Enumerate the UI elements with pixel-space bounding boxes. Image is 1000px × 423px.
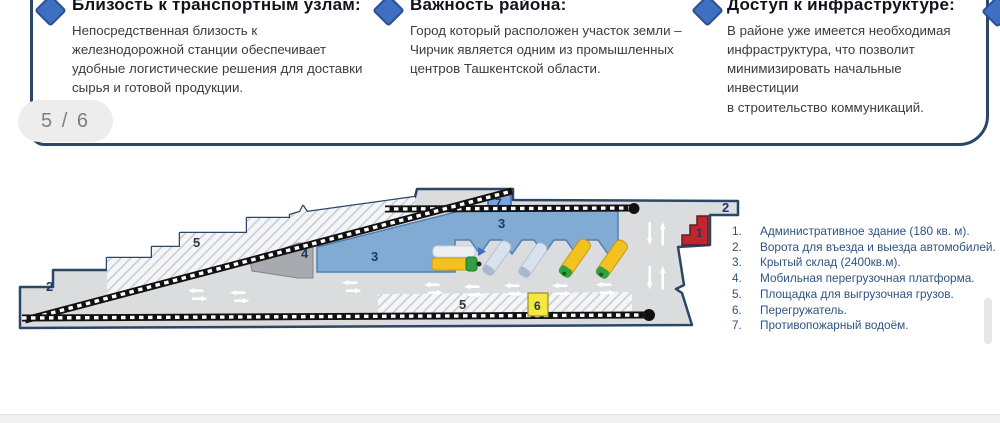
page-indicator[interactable]: 5 / 6: [18, 100, 113, 142]
scrollbar-thumb[interactable]: [984, 298, 992, 344]
truck-yellow-1: [558, 238, 591, 278]
truck-yellow-2: [595, 239, 628, 279]
legend-label: Административное здание (180 кв. м).: [760, 224, 970, 238]
legend-item: 2. Ворота для въезда и выезда автомобиле…: [732, 239, 996, 256]
feature-body: Непосредственная близость к железнодорож…: [72, 23, 363, 96]
site-plan-diagram: 2 5 4 3 3 7 5 6 2 1: [18, 187, 740, 330]
feature-title: Близость к транспортным узлам:: [72, 0, 361, 14]
features-card: [30, 0, 989, 146]
truck-light-1: [482, 240, 512, 276]
feature-transport: Близость к транспортным узлам: Непосредс…: [72, 0, 377, 98]
legend-item: 1. Административное здание (180 кв. м).: [732, 224, 994, 240]
label-admin: 1: [696, 226, 703, 240]
loader-box: [527, 292, 549, 317]
legend-item: 3. Крытый склад (2400кв.м).: [732, 255, 994, 271]
railway-diagonal: [24, 187, 513, 324]
label-platform: 4: [301, 246, 309, 261]
legend-label: Перегружатель.: [760, 302, 847, 317]
feature-body: Город который расположен участок земли –…: [410, 23, 682, 77]
legend-item: 7. Противопожарный водоём.: [732, 318, 994, 334]
label-lower-area: 5: [459, 297, 466, 312]
admin-building: [681, 215, 709, 246]
label-upper-area: 5: [193, 235, 200, 250]
label-left-gate: 2: [46, 279, 53, 294]
mobile-platform: [249, 242, 314, 279]
truck-light-2: [518, 242, 548, 278]
feature-title: Доступ к инфраструктуре:: [727, 0, 955, 14]
label-warehouse-b: 3: [498, 216, 505, 231]
legend-number: 3.: [732, 255, 742, 270]
label-reservoir: 7: [495, 196, 502, 210]
legend-label: Площадка для выгрузочная грузов.: [760, 286, 954, 301]
legend-label: Мобильная перегрузочная платформа.: [760, 271, 975, 286]
legend-label: Ворота для въезда и выезда автомобилей.: [760, 239, 996, 254]
legend-number: 7.: [732, 318, 742, 333]
label-right-gate: 2: [722, 200, 729, 215]
diagram-legend: 1. Административное здание (180 кв. м). …: [732, 224, 996, 334]
label-warehouse-a: 3: [371, 249, 378, 264]
railway-top: [384, 203, 640, 214]
legend-item: 5. Площадка для выгрузочная грузов.: [732, 287, 994, 303]
legend-number: 4.: [732, 271, 742, 286]
legend-number: 6.: [732, 302, 742, 317]
feature-district: Важность района: Город который расположе…: [410, 0, 695, 78]
legend-label: Крытый склад (2400кв.м).: [760, 255, 901, 270]
label-loader: 6: [534, 299, 541, 313]
legend-number: 1.: [732, 224, 742, 238]
unloading-area-lower: [378, 292, 632, 316]
feature-title: Важность района:: [410, 0, 567, 14]
truck-ghost: [432, 245, 486, 258]
feature-infrastructure: Доступ к инфраструктуре: В районе уже им…: [727, 0, 977, 117]
feature-body: В районе уже имеется необходимая инфраст…: [727, 23, 951, 115]
unloading-area-upper: [107, 197, 415, 297]
legend-number: 2.: [732, 239, 742, 254]
legend-item: 6. Перегружатель.: [732, 303, 994, 319]
legend-number: 5.: [732, 286, 742, 301]
legend-label: Противопожарный водоём.: [760, 318, 909, 333]
truck-yellow-horizontal: [431, 256, 482, 272]
bottom-divider: [0, 414, 1000, 423]
legend-item: 4. Мобильная перегрузочная платформа.: [732, 271, 994, 287]
